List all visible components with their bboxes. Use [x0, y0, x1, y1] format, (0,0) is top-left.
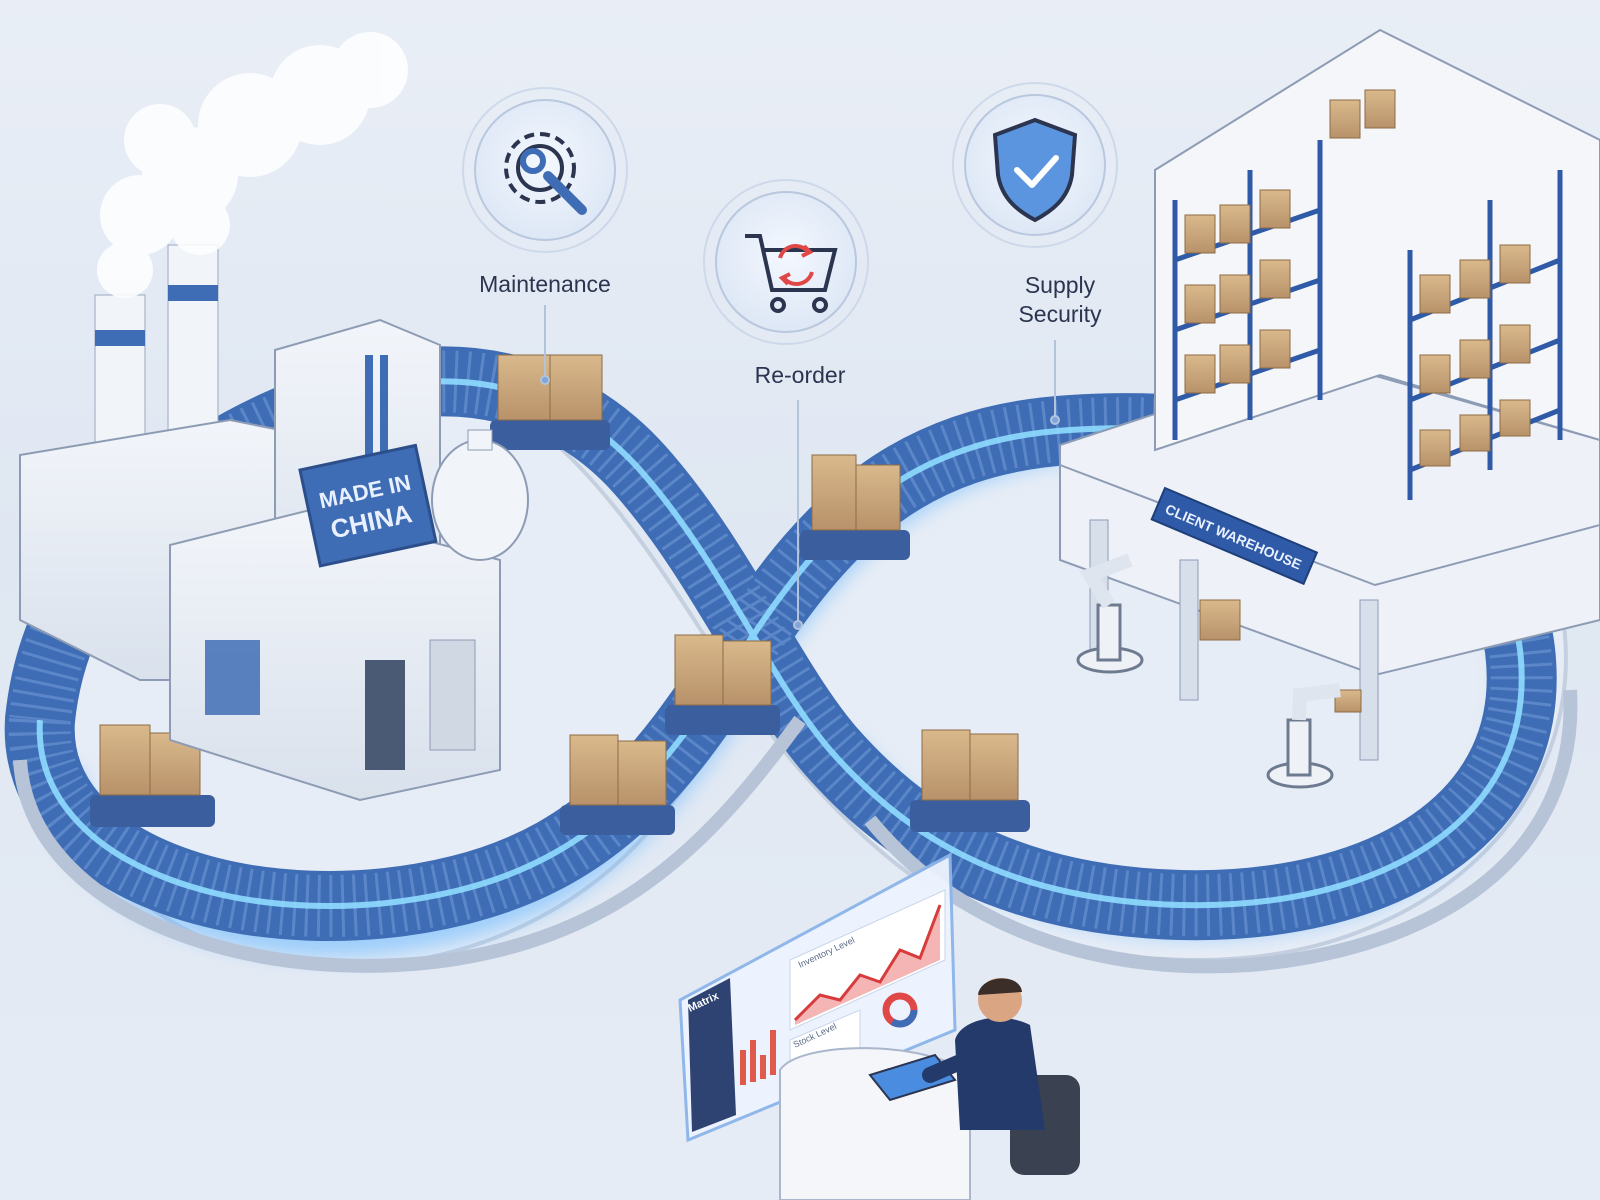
cart-4: [560, 734, 675, 835]
cart-6: [800, 454, 910, 560]
smoke: [97, 32, 408, 298]
factory: MADE IN CHINA: [19, 32, 529, 802]
reorder-badge: [703, 179, 869, 345]
cart-refresh-icon: [745, 234, 838, 313]
mini-bar-chart: [740, 1030, 776, 1085]
cart-7: [910, 729, 1030, 832]
maintenance-badge: [462, 87, 628, 253]
dashboard-screen: Matrix Inventory Level Stock Level: [678, 852, 957, 1143]
shield-check-icon: [992, 117, 1078, 223]
supply-security-label: Supply Security: [975, 271, 1145, 329]
connector-lines: [540, 305, 1060, 630]
cart-5: [665, 634, 780, 735]
supply-security-badge: [952, 82, 1118, 248]
operator-person: [922, 978, 1080, 1175]
maintenance-label: Maintenance: [479, 271, 611, 297]
cart-3: [90, 724, 215, 827]
client-warehouse: CLIENT WAREHOUSE: [1059, 28, 1600, 789]
rack-boxes: [1184, 89, 1531, 713]
gear-wrench-icon: [504, 132, 587, 215]
robot-arm-2: [1266, 683, 1341, 789]
supply-security-label-line-1: Supply: [1024, 272, 1096, 298]
robot-arm-1: [1076, 553, 1144, 674]
made-in-china-sign: MADE IN CHINA: [298, 443, 438, 568]
supply-security-label-line-2: Security: [1018, 301, 1102, 327]
reorder-label: Re-order: [754, 362, 846, 388]
cart-2: [490, 354, 610, 450]
